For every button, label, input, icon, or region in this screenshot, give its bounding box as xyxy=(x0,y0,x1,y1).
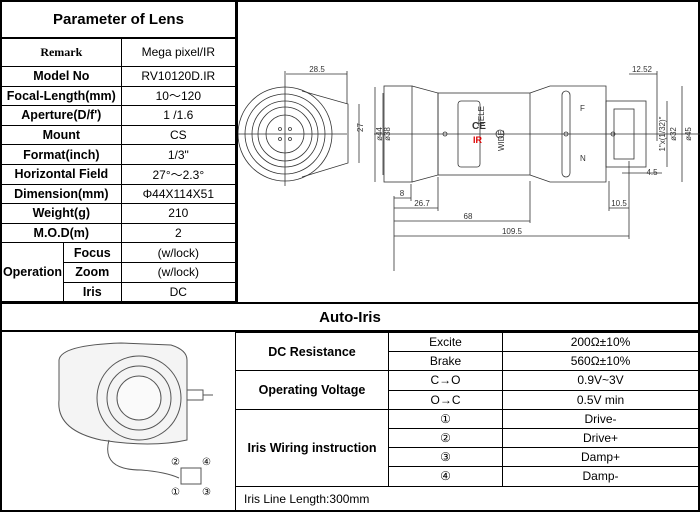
param-label: Dimension(mm) xyxy=(1,183,122,205)
spec-value: Damp- xyxy=(502,466,699,487)
auto-iris-drawing: ② ④ ① ③ xyxy=(1,332,236,510)
param-value: Φ44X114X51 xyxy=(120,183,237,205)
pin-1: ① xyxy=(171,487,180,498)
label-wide: WIDE xyxy=(497,130,506,151)
dim-8: 8 xyxy=(400,189,405,198)
param-value: CS xyxy=(120,124,237,146)
spec-label: Iris Wiring instruction xyxy=(235,408,389,487)
dim-26-7: 26.7 xyxy=(414,199,430,208)
auto-iris-title: Auto-Iris xyxy=(1,302,699,332)
param-label: Weight(g) xyxy=(1,203,122,224)
param-label: M.O.D(m) xyxy=(1,222,122,244)
param-value: RV10120D.IR xyxy=(120,66,237,87)
spec-key: ③ xyxy=(388,447,503,468)
param-value: 1 /1.6 xyxy=(120,105,237,126)
param-label: Remark xyxy=(1,37,122,67)
spec-key: Brake xyxy=(388,351,503,372)
pin-4: ④ xyxy=(202,457,211,468)
spec-value: 200Ω±10% xyxy=(502,331,699,353)
spec-value: Damp+ xyxy=(502,447,699,468)
iris-line-length: Iris Line Length:300mm xyxy=(235,485,699,512)
param-value: 2 xyxy=(120,222,237,244)
operation-item: Zoom xyxy=(62,261,122,283)
spec-key: O→C xyxy=(388,389,503,410)
label-near: N xyxy=(580,154,586,163)
spec-value: 0.9V~3V xyxy=(502,370,699,391)
ce-logo: CE xyxy=(472,121,486,132)
ir-logo: IR xyxy=(473,135,483,145)
spec-label: Operating Voltage xyxy=(235,370,389,410)
param-label: Focal-Length(mm) xyxy=(1,85,122,107)
param-label: Mount xyxy=(1,124,122,146)
spec-key: ④ xyxy=(388,466,503,487)
spec-value: 560Ω±10% xyxy=(502,351,699,372)
label-tele: TELE xyxy=(477,106,486,126)
param-label: Format(inch) xyxy=(1,144,122,165)
label-far: F xyxy=(580,104,585,113)
operation-item: Focus xyxy=(62,242,122,263)
dim-28-5: 28.5 xyxy=(309,65,325,74)
spec-key: ② xyxy=(388,427,503,449)
spec-label: DC Resistance xyxy=(235,331,389,372)
param-value: 210 xyxy=(120,203,237,224)
dim-10-5: 10.5 xyxy=(611,199,627,208)
dim-d44: ø44 xyxy=(375,127,384,141)
spec-value: Drive+ xyxy=(502,427,699,449)
dim-thread: 1"x(1/32)" xyxy=(658,116,667,151)
dim-68: 68 xyxy=(464,212,473,221)
param-label: Aperture(D/f') xyxy=(1,105,122,126)
param-value: 27°～2.3° xyxy=(120,163,237,185)
spec-key: Excite xyxy=(388,331,503,353)
param-value: 10～120 xyxy=(120,85,237,107)
param-label: Model No xyxy=(1,66,122,87)
operation-value: (w/lock) xyxy=(120,242,237,263)
pin-2: ② xyxy=(171,457,180,468)
lens-table-title: Parameter of Lens xyxy=(1,1,236,39)
param-label: Horizontal Field xyxy=(1,163,122,185)
pin-3: ③ xyxy=(202,487,211,498)
spec-key: ① xyxy=(388,408,503,429)
spec-value: 0.5V min xyxy=(502,389,699,410)
spec-value: Drive- xyxy=(502,408,699,429)
param-value: Mega pixel/IR xyxy=(120,37,237,67)
dim-12-52: 12.52 xyxy=(632,65,653,74)
front-view xyxy=(237,71,360,186)
dim-4-5: 4.5 xyxy=(646,168,658,177)
operation-value: DC xyxy=(120,281,237,303)
param-value: 1/3" xyxy=(120,144,237,165)
dim-27: 27 xyxy=(356,123,365,132)
dim-109-5: 109.5 xyxy=(502,227,523,236)
lens-dimension-drawing: 28.5 27 ø44 ø38 8 26.7 68 109.5 12.52 1"… xyxy=(236,1,700,302)
dim-d32: ø32 xyxy=(669,127,678,141)
operation-item: Iris xyxy=(62,281,122,303)
spec-key: C→O xyxy=(388,370,503,391)
operation-value: (w/lock) xyxy=(120,261,237,283)
dim-d45: ø45 xyxy=(684,127,693,141)
dim-d38: ø38 xyxy=(383,127,392,141)
side-view xyxy=(374,71,700,271)
operation-label: Operation xyxy=(1,242,64,303)
